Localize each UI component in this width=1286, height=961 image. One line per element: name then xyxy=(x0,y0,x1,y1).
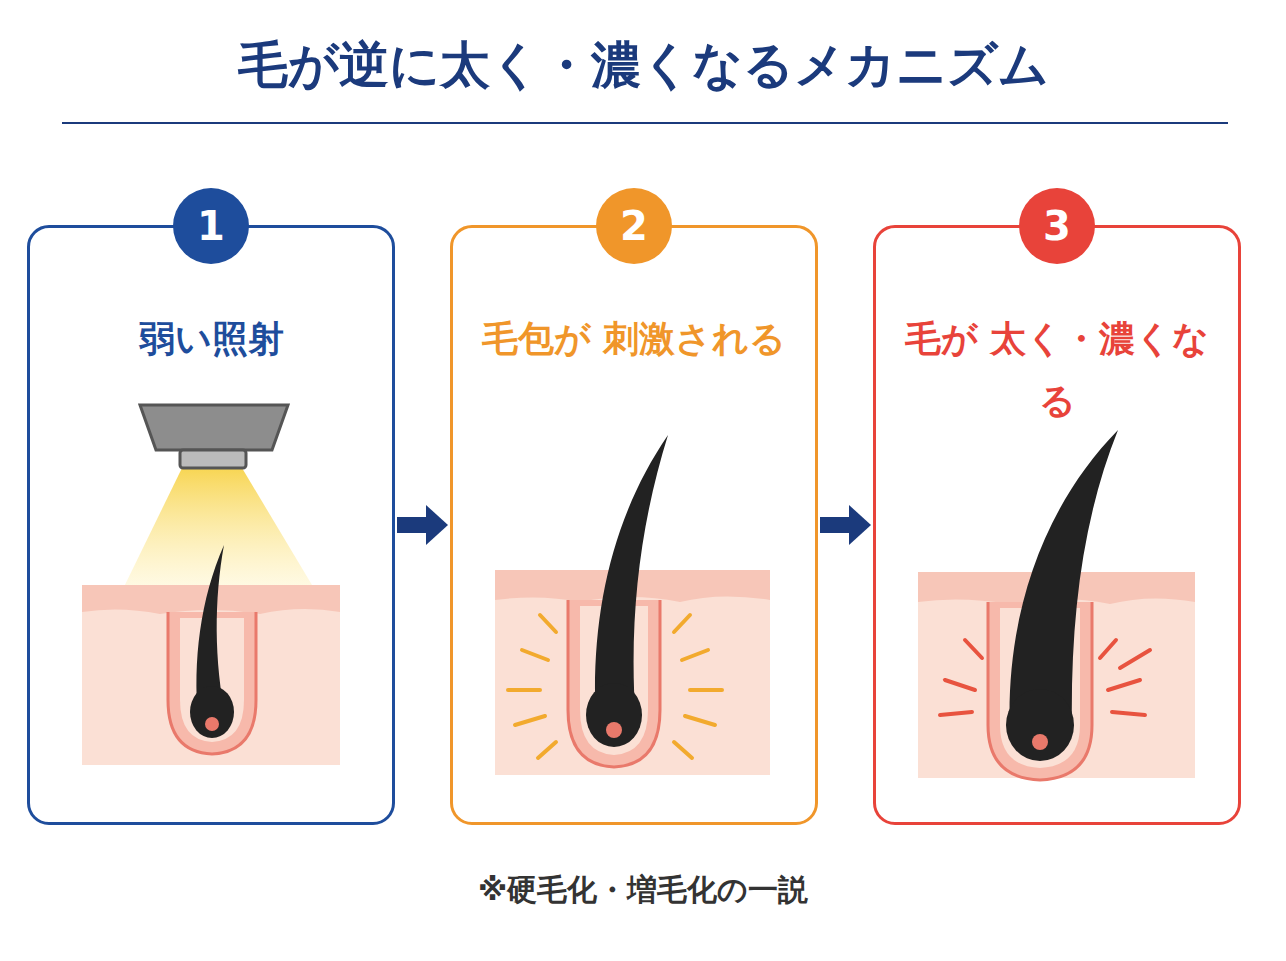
panel-box: 弱い照射1 xyxy=(27,225,395,825)
step-arrow xyxy=(820,505,871,545)
panel-box: 毛が 太く・濃くなる3 xyxy=(873,225,1241,825)
callout-number: 3 xyxy=(1043,203,1071,249)
step-number-circle: 2 xyxy=(596,188,672,264)
title: 毛が逆に太く・濃くなるメカニズム xyxy=(0,32,1286,99)
panel-heading: 毛包が 刺激される xyxy=(453,308,815,370)
step-number-circle: 1 xyxy=(173,188,249,264)
step-number-circle: 3 xyxy=(1019,188,1095,264)
caption: ※硬毛化・増毛化の一説 xyxy=(0,870,1286,911)
panel-box: 毛包が 刺激される2 xyxy=(450,225,818,825)
panel-heading: 毛が 太く・濃くなる xyxy=(876,308,1238,432)
callout-number: 2 xyxy=(620,203,648,249)
panel-heading: 弱い照射 xyxy=(30,308,392,370)
step-arrow xyxy=(397,505,448,545)
callout-number: 1 xyxy=(197,203,225,249)
